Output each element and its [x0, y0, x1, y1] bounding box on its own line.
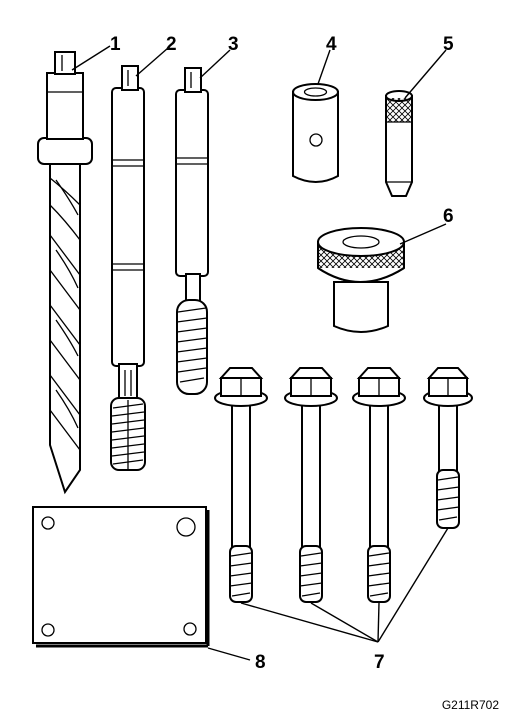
- callout-3: 3: [228, 34, 239, 55]
- callout-1: 1: [110, 34, 121, 55]
- sleeve-tool: [292, 83, 339, 183]
- callout-6: 6: [443, 206, 454, 227]
- knurled-pin-tool: [385, 90, 413, 197]
- threaded-puller-tool: [175, 67, 209, 395]
- callout-8: 8: [255, 652, 266, 673]
- callout-2: 2: [166, 34, 177, 55]
- leader-lines: [71, 45, 449, 661]
- drill-bit-tool: [37, 51, 93, 495]
- callout-7: 7: [374, 652, 385, 673]
- flange-bolt-long-3: [352, 367, 406, 603]
- callout-5: 5: [443, 34, 454, 55]
- figure-code: G211R702: [441, 698, 499, 712]
- flange-bolt-long-1: [214, 367, 268, 603]
- mounting-plate: [32, 506, 210, 648]
- thread-tap-tool: [110, 65, 146, 471]
- knurled-bushing-tool: [317, 227, 405, 333]
- callout-4: 4: [326, 34, 337, 55]
- flange-bolt-long-2: [284, 367, 338, 603]
- flange-bolt-short: [423, 367, 473, 529]
